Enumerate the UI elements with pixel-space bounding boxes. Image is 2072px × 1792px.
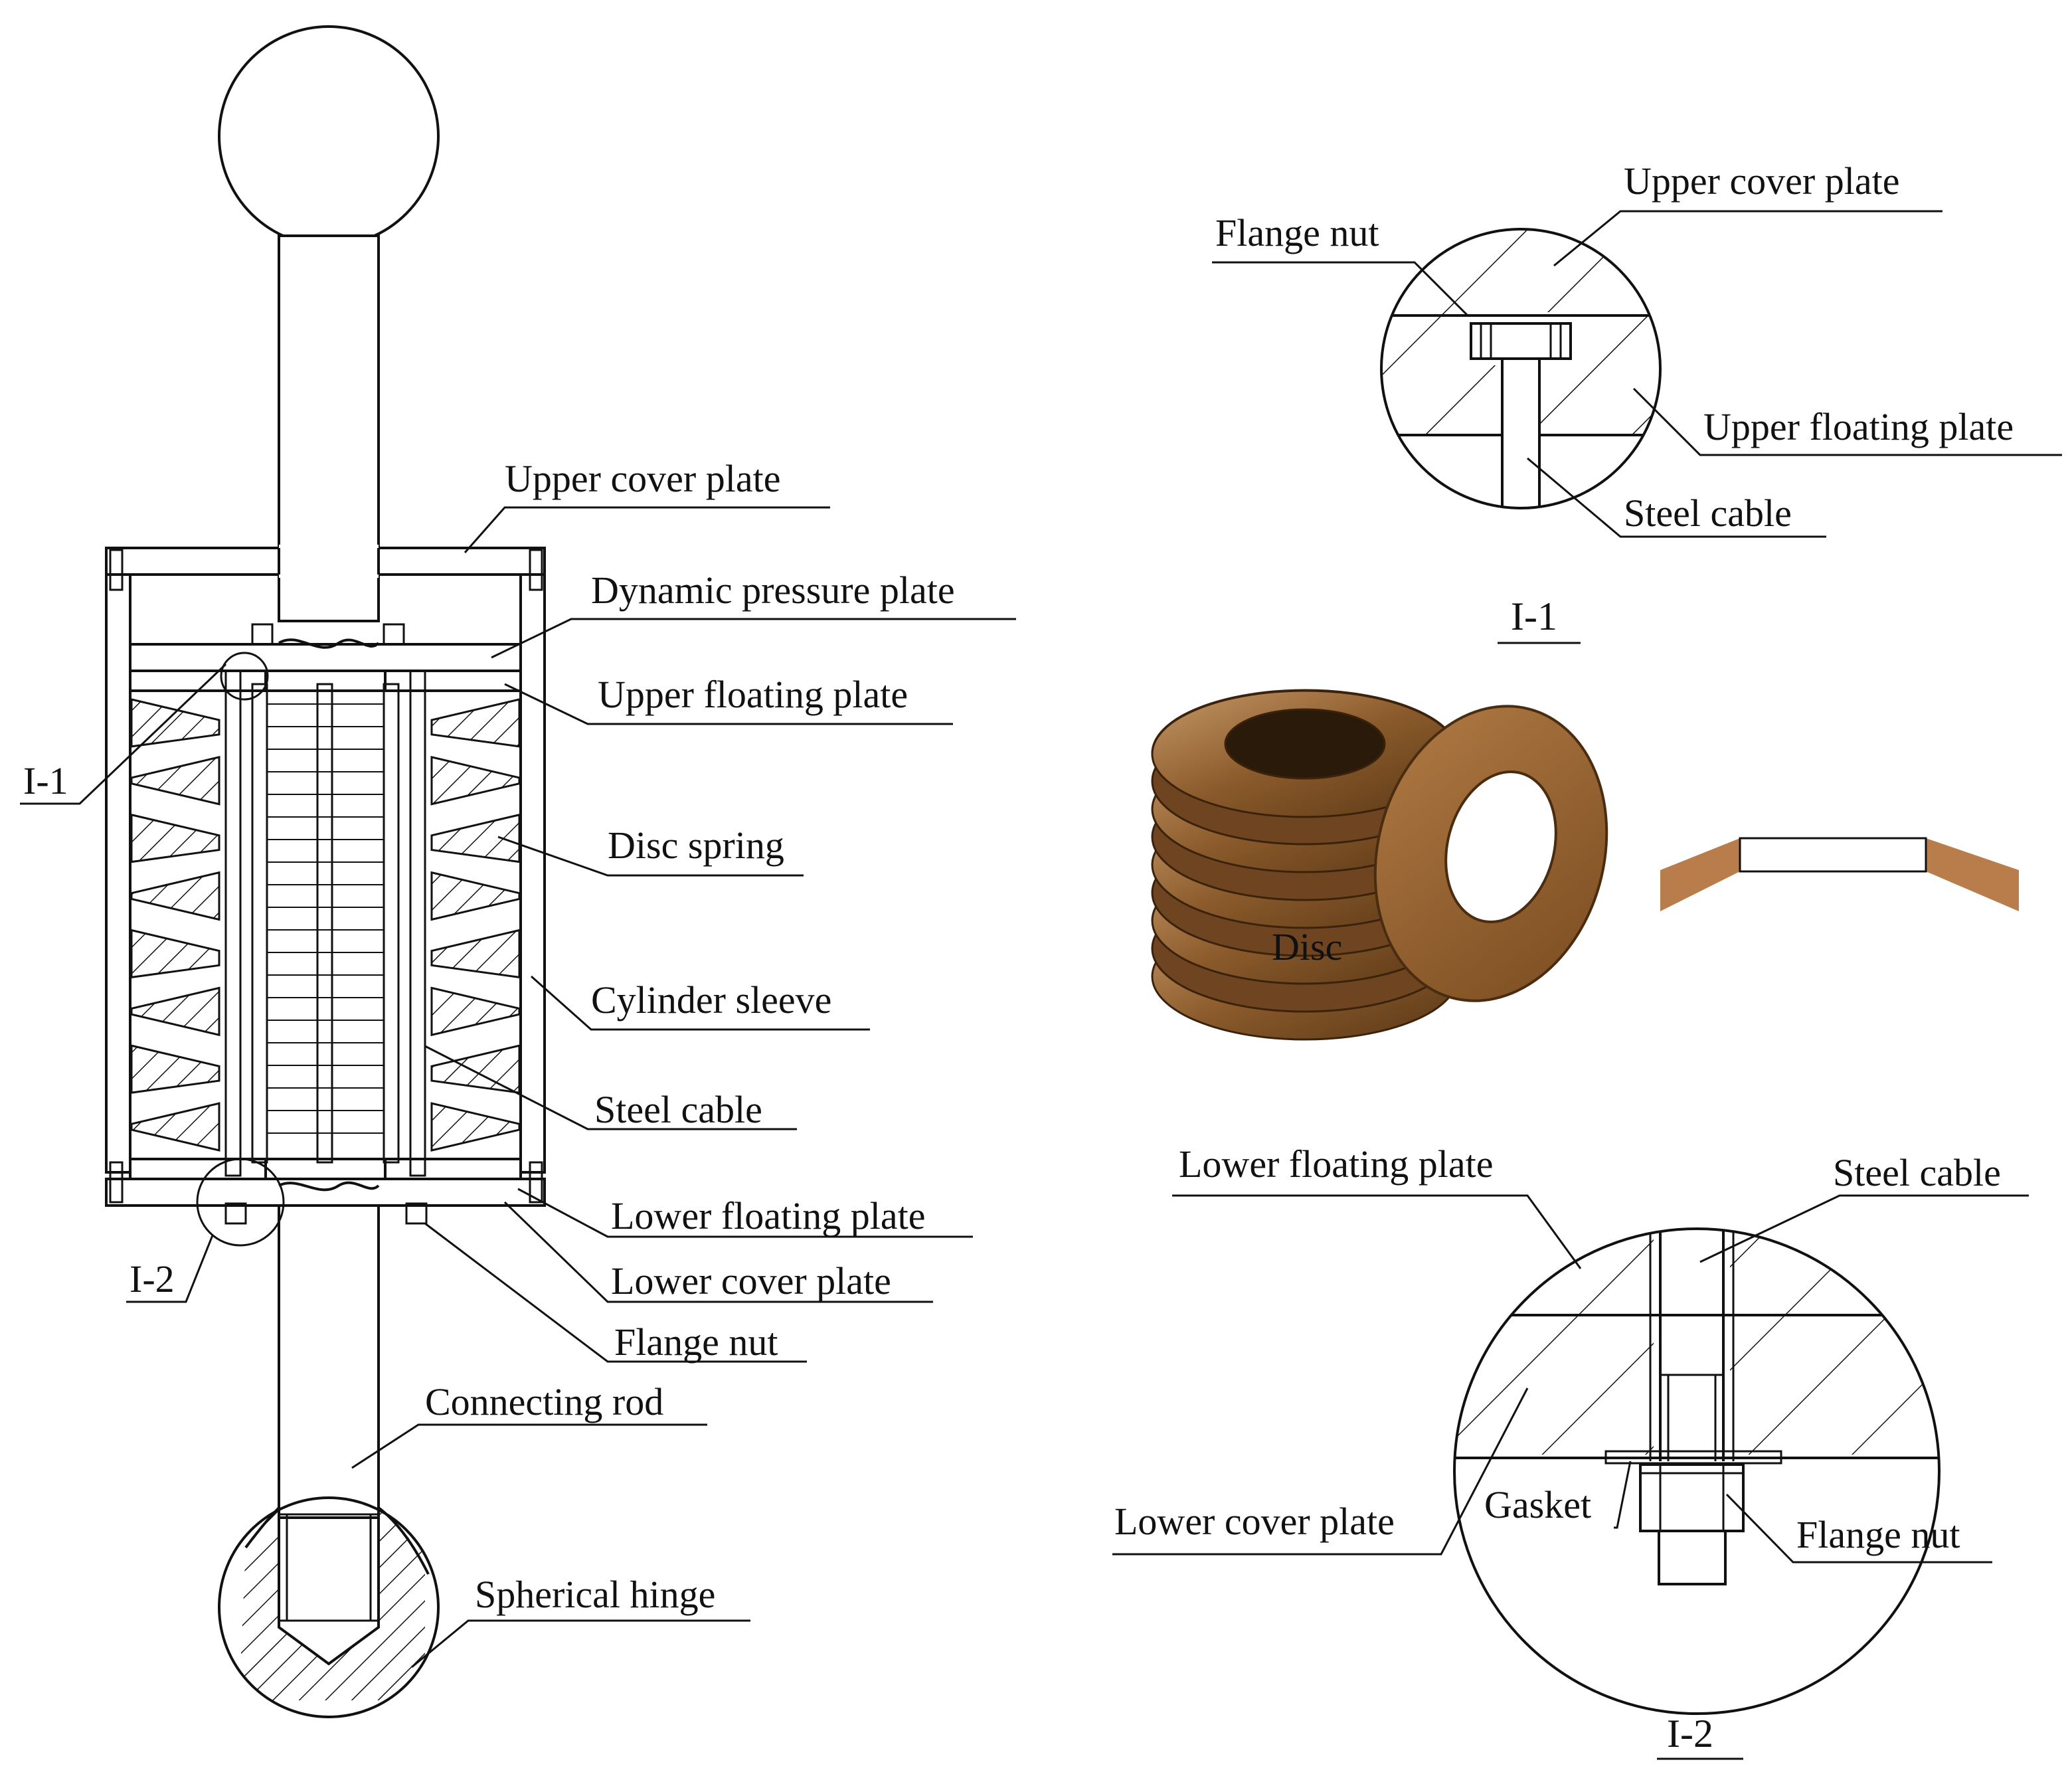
disc-spring-left-0	[130, 698, 220, 748]
label-flange-nut: Flange nut	[614, 1320, 778, 1364]
lower-cover-plate	[105, 1178, 546, 1207]
i1-label-upper-cover-plate: Upper cover plate	[1624, 159, 1899, 203]
main-assembly	[105, 25, 546, 1718]
detail-i2: Lower floating plate Steel cable Lower c…	[1112, 1142, 2029, 1760]
disc-spring-right-4	[430, 929, 521, 979]
lower-flange-nut-left	[224, 1202, 247, 1225]
label-lower-cover-plate: Lower cover plate	[611, 1259, 891, 1302]
label-dynamic-pressure-plate: Dynamic pressure plate	[591, 569, 955, 612]
i2-label-lower-floating-plate: Lower floating plate	[1179, 1142, 1494, 1186]
disc-spring-left-1	[130, 755, 220, 806]
disc-spring-left-4	[130, 929, 220, 979]
disc-spring-right-3	[430, 871, 521, 921]
upper-spherical-hinge	[218, 25, 440, 247]
i1-label-flange-nut: Flange nut	[1215, 211, 1379, 254]
cylinder-sleeve-left	[105, 573, 131, 1174]
i1-label-steel-cable: Steel cable	[1624, 492, 1792, 535]
cylinder-sleeve-right	[519, 573, 546, 1174]
disc-spring-left-6	[130, 1044, 220, 1094]
label-disc-spring: Disc spring	[608, 824, 784, 867]
label-spherical-hinge: Spherical hinge	[475, 1573, 715, 1616]
disc-spring-stack-left	[130, 698, 220, 1152]
disc-spring-right-0	[430, 698, 521, 748]
label-detail-i1: I-1	[23, 759, 68, 802]
disc-spring-left-3	[130, 871, 220, 921]
corner-bolts	[109, 549, 543, 1204]
lower-connecting-rod	[278, 1204, 380, 1519]
disc-spring-left-2	[130, 813, 220, 863]
detail-marker-i1	[220, 652, 269, 701]
disc-spring-stack-right	[430, 698, 521, 1152]
steel-cables	[224, 670, 426, 1177]
label-detail-i2: I-2	[130, 1257, 175, 1300]
i2-flange-nut	[1639, 1463, 1745, 1532]
label-cylinder-sleeve: Cylinder sleeve	[591, 978, 831, 1022]
main-leaders	[20, 506, 1016, 1668]
i1-caption: I-1	[1511, 594, 1557, 638]
disc-spring-left-5	[130, 986, 220, 1037]
label-upper-cover-plate: Upper cover plate	[505, 457, 780, 500]
spherical-hinge	[218, 1496, 440, 1718]
i2-label-flange-nut: Flange nut	[1796, 1513, 1960, 1556]
i2-caption: I-2	[1667, 1712, 1713, 1755]
core-plates	[267, 703, 384, 1134]
disc-spring-right-7	[430, 1102, 521, 1152]
label-steel-cable: Steel cable	[594, 1088, 762, 1131]
i2-label-gasket: Gasket	[1484, 1483, 1591, 1526]
label-connecting-rod: Connecting rod	[425, 1380, 663, 1423]
disc-spring-right-6	[430, 1044, 521, 1094]
detail-marker-i2	[196, 1158, 285, 1247]
disc-section-sketch	[1660, 837, 2019, 911]
upper-floating-plate	[129, 670, 522, 692]
detail-i1: Flange nut Upper cover plate Upper float…	[1212, 159, 2062, 644]
i2-label-lower-cover-plate: Lower cover plate	[1114, 1500, 1395, 1543]
main-labels: Upper cover plate Dynamic pressure plate…	[23, 457, 955, 1616]
disc-spring-right-2	[430, 813, 521, 863]
i1-label-upper-floating-plate: Upper floating plate	[1703, 405, 2014, 448]
lower-flange-nut-right	[405, 1202, 428, 1225]
label-upper-floating-plate: Upper floating plate	[598, 673, 908, 716]
disc-spring-right-1	[430, 755, 521, 806]
disc-spring-photo: Disc	[1151, 689, 2019, 1041]
disc-spring-right-5	[430, 986, 521, 1037]
disc-spring-left-7	[130, 1102, 220, 1152]
i2-label-steel-cable: Steel cable	[1833, 1151, 2001, 1194]
stack-bore	[1224, 708, 1386, 780]
label-lower-floating-plate: Lower floating plate	[611, 1194, 926, 1237]
photo-overlay-text: Disc	[1272, 925, 1342, 968]
